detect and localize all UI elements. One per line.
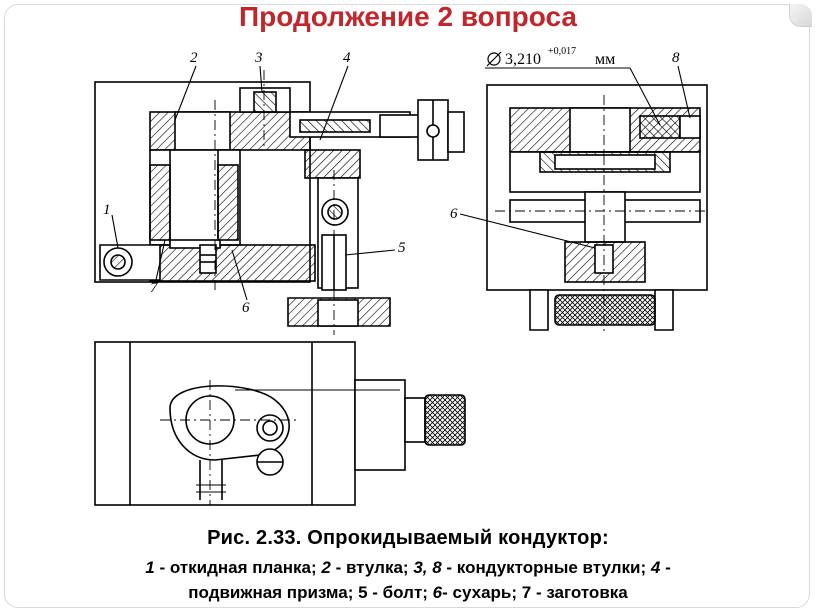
caption-line2-b: - сухарь; 7 - заготовка: [442, 583, 628, 602]
figure-caption-line-2: подвижная призма; 5 - болт; 6- сухарь; 7…: [0, 583, 816, 603]
label-6-side: 6: [450, 206, 458, 222]
label-5: 5: [398, 240, 406, 256]
dimension-annotation: 3,210 +0,017 мм: [486, 46, 615, 68]
figure-caption-line-1: 1 - откидная планка; 2 - втулка; 3, 8 - …: [145, 558, 671, 577]
figure-caption-title: Рис. 2.33. Опрокидываемый кондуктор:: [207, 527, 609, 549]
label-3: 3: [254, 50, 263, 66]
caption-num-4: 4: [650, 558, 661, 577]
jig-technical-drawing: 2 3 4 1 7 6 5 6 8 3,210 +0,017 мм: [94, 46, 708, 506]
top-view: [94, 341, 466, 506]
label-1: 1: [103, 202, 111, 218]
slide-corner-decoration: [789, 4, 812, 27]
caption-num-3-8: 3, 8: [413, 558, 442, 577]
caption-line2-a: подвижная призма; 5 - болт;: [188, 583, 433, 602]
label-6-front: 6: [242, 300, 250, 316]
label-2: 2: [190, 50, 198, 66]
caption-num-1: 1: [145, 558, 155, 577]
caption-num-2: 2: [321, 558, 331, 577]
dimension-unit: мм: [595, 51, 615, 68]
leader-lines: [111, 65, 691, 301]
label-8: 8: [672, 50, 680, 66]
label-4: 4: [343, 50, 351, 66]
front-view: [94, 70, 465, 335]
caption-text-2: втулка;: [345, 558, 414, 577]
dimension-value: 3,210: [505, 51, 541, 68]
label-7: 7: [150, 280, 159, 296]
side-view: [486, 84, 708, 335]
caption-text-1: откидная планка;: [169, 558, 322, 577]
caption-text-3-8: кондукторные втулки;: [456, 558, 651, 577]
caption-num-6: 6: [432, 583, 443, 602]
dimension-tolerance: +0,017: [548, 46, 576, 57]
slide-title: Продолжение 2 вопроса: [239, 1, 577, 32]
